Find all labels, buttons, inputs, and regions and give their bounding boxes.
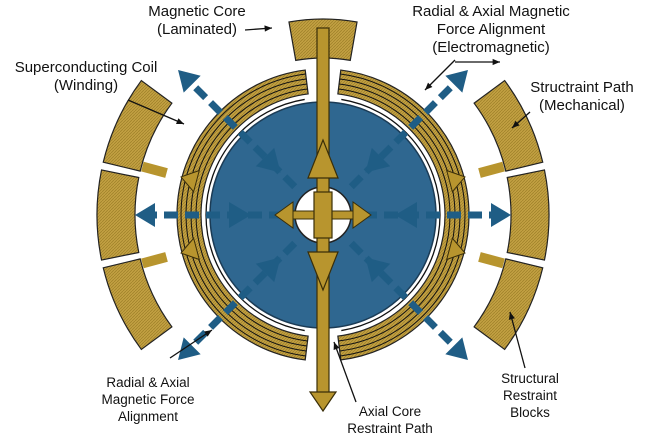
force-arrow-inward-head [365, 147, 391, 173]
restraint-arrow-head [180, 237, 201, 261]
superconducting-coil [176, 69, 470, 361]
mechanical-restraint-arrows [141, 27, 505, 413]
restraint-block-4 [473, 258, 544, 351]
force-arrow-inward-head [365, 257, 391, 283]
coil-turn [340, 73, 466, 357]
label-line: (Mechanical) [539, 97, 625, 114]
force-arrow-outward-head [135, 203, 155, 227]
label-structraint-path: Structraint Path (Mechanical) [530, 79, 633, 115]
force-arrow-inward-head [255, 147, 281, 173]
label-magnetic-core: Magnetic Core (Laminated) [148, 3, 246, 39]
label-line: Alignment [117, 409, 179, 424]
label-line: Magnetic Force [101, 392, 195, 407]
leader-line [509, 311, 526, 369]
central-core-block [313, 191, 333, 239]
leader-line [169, 329, 213, 359]
label-line: Radial & Axial Magnetic [412, 3, 570, 20]
force-arrow-inward-head [229, 202, 251, 228]
label-line: (Electromagnetic) [432, 39, 550, 56]
leader-arrowhead [176, 118, 184, 124]
label-radial-axial-electromagnetic: Radial & Axial Magnetic Force Alignment … [412, 3, 570, 57]
label-line: Restraint [502, 388, 558, 403]
magnetic-force-arrows [135, 70, 511, 360]
label-axial-core-restraint: Axial Core Restraint Path [347, 403, 433, 436]
leader-arrowhead [512, 120, 520, 128]
label-line: Axial Core [358, 404, 422, 419]
label-line: Force Alignment [436, 21, 546, 38]
radial-arrow-right-head [352, 201, 372, 229]
coil-turn [180, 73, 306, 357]
axial-arrow-bottom-head [308, 391, 338, 413]
leader-arrowhead [492, 58, 500, 66]
radial-arrow-left-head [274, 201, 294, 229]
axial-arrow-head [307, 251, 339, 292]
structural-restraint-blocks [96, 18, 550, 351]
force-arrow-outward-head [178, 70, 201, 93]
restraint-block-3 [102, 258, 173, 351]
leader-line [333, 341, 357, 403]
leader-arrowhead [333, 342, 340, 350]
label-line: Radial & Axial [106, 375, 190, 390]
restraint-arrow-shaft [478, 161, 505, 178]
restraint-block-2 [96, 169, 140, 261]
label-line: (Laminated) [156, 21, 238, 38]
label-structural-restraint-blocks: Structural Restraint Blocks [501, 370, 559, 421]
label-line: Superconducting Coil [14, 59, 158, 76]
restraint-block-5 [506, 169, 550, 261]
label-line: Structural [501, 371, 559, 386]
restraint-arrow-shaft [141, 161, 168, 178]
leader-arrowhead [508, 312, 515, 320]
force-arrow-outward-head [445, 70, 468, 93]
label-superconducting-coil: Superconducting Coil (Winding) [15, 59, 158, 95]
restraint-arrow-head [180, 169, 201, 193]
label-line: Blocks [510, 405, 550, 420]
label-line: (Winding) [53, 77, 119, 94]
label-line: Restraint Path [347, 421, 433, 436]
force-arrow-inward-head [395, 202, 417, 228]
force-arrow-inward-head [255, 257, 281, 283]
label-line: Structraint Path [530, 79, 634, 96]
leader-arrowhead [425, 82, 433, 90]
force-arrow-outward-head [491, 203, 511, 227]
restraint-arrow-head [445, 169, 466, 193]
force-arrow-outward-head [178, 337, 201, 360]
restraint-arrow-shaft [141, 252, 168, 269]
restraint-arrow-head [445, 237, 466, 261]
axial-arrow-head [307, 138, 339, 179]
force-arrow-outward-head [445, 337, 468, 360]
leader-arrowhead [204, 330, 212, 337]
restraint-arrow-shaft [478, 252, 505, 269]
restraint-block-6 [473, 79, 544, 172]
label-line: Magnetic Core [148, 3, 246, 20]
leader-arrowhead [264, 25, 272, 32]
label-radial-axial-bottom: Radial & Axial Magnetic Force Alignment [101, 374, 194, 425]
label-leader-lines [127, 25, 531, 403]
coil-winding-right [337, 69, 470, 361]
leader-line [127, 99, 185, 125]
coil-winding-left [176, 69, 309, 361]
restraint-block-1 [102, 79, 173, 172]
